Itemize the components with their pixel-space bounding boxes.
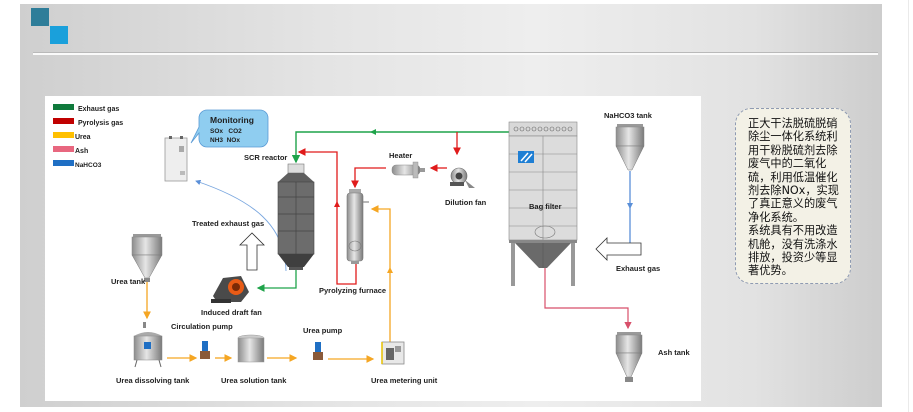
exhaust-gas-inlet-label: Exhaust gas [616, 264, 660, 273]
pyrolysis-gas-line-to-scr [297, 148, 352, 285]
legend-swatch-urea [53, 132, 74, 138]
monitoring-cabinet-icon [164, 136, 188, 182]
urea-pump-icon [313, 342, 323, 360]
urea-dissolving-tank-icon [133, 322, 163, 368]
urea-pump-label: Urea pump [303, 326, 343, 335]
urea-tank-label: Urea tank [111, 277, 146, 286]
scr-reactor-label: SCR reactor [244, 153, 287, 162]
legend-label-urea: Urea [75, 134, 91, 141]
note-paragraph-1: 正大干法脱硫脱硝除尘一体化系统利用干粉脱硫剂去除废气中的二氧化硫，利用低温催化剂… [748, 117, 839, 224]
legend-label-exhaust-gas: Exhaust gas [78, 106, 119, 113]
scr-reactor-icon [277, 163, 315, 270]
urea-solution-tank-icon [237, 334, 265, 363]
heater-to-furnace-line [351, 167, 386, 189]
ash-line-to-ash-tank [544, 268, 632, 330]
treated-exhaust-up-arrow [239, 232, 265, 271]
urea-solution-tank-label: Urea solution tank [221, 376, 287, 385]
monitoring-bubble: Monitoring SOx CO2 NH3 NOx [190, 109, 269, 148]
circulation-pump-label: Circulation pump [171, 322, 233, 331]
legend-label-nahco3: NaHCO3 [75, 162, 102, 169]
pyrolysis-gas-line-from-furnace [352, 264, 357, 285]
urea-metering-unit-label: Urea metering unit [371, 376, 438, 385]
dilution-fan-label: Dilution fan [445, 198, 487, 207]
legend-swatch-ash [53, 146, 74, 152]
monitoring-gases-line2: NH3 NOx [210, 137, 240, 144]
legend-label-ash: Ash [75, 148, 88, 155]
monitoring-title: Monitoring [210, 115, 254, 125]
urea-dissolving-tank-label: Urea dissolving tank [116, 376, 190, 385]
dilution-fan-icon [450, 167, 475, 188]
title-divider [33, 52, 878, 55]
induced-draft-fan-label: Induced draft fan [201, 308, 262, 317]
legend-label-pyrolysis-gas: Pyrolysis gas [78, 120, 123, 127]
description-note: 正大干法脱硫脱硝除尘一体化系统利用干粉脱硫剂去除废气中的二氧化硫，利用低温催化剂… [735, 108, 851, 284]
heater-icon [391, 161, 425, 179]
induced-draft-fan-icon [211, 276, 249, 303]
exhaust-gas-line-to-induced-fan [256, 270, 297, 292]
legend: Exhaust gas Pyrolysis gas Urea Ash NaHCO… [53, 104, 123, 169]
urea-tank-icon [131, 234, 163, 282]
legend-swatch-exhaust-gas [53, 104, 74, 110]
nahco3-tank-label: NaHCO3 tank [604, 111, 653, 120]
legend-swatch-nahco3 [53, 160, 74, 166]
heater-label: Heater [389, 151, 412, 160]
exhaust-gas-line-to-scr [291, 131, 509, 164]
title-accent-square-dark [31, 8, 49, 26]
monitoring-gases-line1: SOx CO2 [210, 128, 242, 135]
treated-exhaust-gas-label: Treated exhaust gas [192, 219, 264, 228]
urea-line-to-furnace [370, 205, 391, 354]
circulation-pump-icon [200, 341, 210, 359]
pyrolyzing-furnace-icon [346, 189, 369, 264]
ash-tank-label: Ash tank [658, 348, 691, 357]
exhaust-gas-inlet-arrow [595, 237, 642, 261]
ash-tank-icon [615, 332, 643, 382]
bag-filter-icon [508, 121, 578, 286]
title-accent-square-light [50, 26, 68, 44]
note-paragraph-2: 系统具有不用改造机舱，没有洗涤水排放，投资少等显著优势。 [748, 224, 838, 278]
legend-swatch-pyrolysis-gas [53, 118, 74, 124]
bag-filter-label: Bag filter [529, 202, 562, 211]
page-edge [908, 0, 913, 412]
process-flow-diagram: Exhaust gas Pyrolysis gas Urea Ash NaHCO… [45, 96, 701, 401]
nahco3-tank-icon [615, 124, 645, 171]
pyrolyzing-furnace-label: Pyrolyzing furnace [319, 286, 386, 295]
urea-metering-unit-icon [381, 341, 405, 365]
